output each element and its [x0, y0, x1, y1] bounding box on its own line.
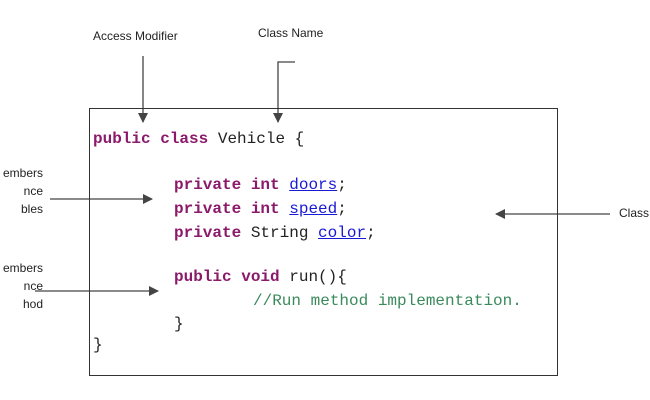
- semicolon: ;: [337, 176, 347, 194]
- open-brace: {: [294, 130, 305, 148]
- keyword-int: int: [250, 200, 280, 218]
- keyword-public: public: [174, 268, 232, 286]
- variable-color: color: [318, 224, 367, 242]
- code-box: public class Vehicle { private int doors…: [89, 108, 558, 376]
- access-modifier-label: Access Modifier: [93, 29, 178, 43]
- code-line-class-close: }: [93, 335, 103, 355]
- class-name-label: Class Name: [258, 26, 324, 40]
- method-comment: //Run method implementation.: [253, 292, 522, 310]
- code-line-class-declaration: public class Vehicle {: [93, 129, 304, 149]
- members-method-label-line-3: hod: [22, 297, 43, 311]
- variable-doors: doors: [289, 176, 338, 194]
- members-variables-label-line-1: embers: [2, 166, 43, 180]
- class-label: Class: [619, 206, 650, 220]
- keyword-void: void: [241, 268, 280, 286]
- keyword-private: private: [174, 176, 242, 194]
- keyword-int: int: [250, 176, 280, 194]
- type-string: String: [250, 224, 309, 242]
- members-variables-label-line-3: bles: [20, 202, 43, 216]
- close-brace: }: [93, 336, 103, 354]
- class-name: Vehicle: [217, 130, 286, 148]
- keyword-class: class: [160, 130, 209, 148]
- close-brace: }: [174, 315, 184, 333]
- code-line-method-signature: public void run(){: [174, 267, 347, 287]
- keyword-private: private: [174, 200, 242, 218]
- semicolon: ;: [366, 224, 376, 242]
- members-method-label-line-1: embers: [2, 261, 43, 275]
- members-method-label-line-2: nce: [23, 279, 43, 293]
- code-line-doors: private int doors;: [174, 175, 347, 195]
- variable-speed: speed: [289, 200, 338, 218]
- code-line-method-close: }: [174, 314, 184, 334]
- keyword-public: public: [93, 130, 151, 148]
- semicolon: ;: [337, 200, 347, 218]
- code-line-speed: private int speed;: [174, 199, 347, 219]
- keyword-private: private: [174, 224, 242, 242]
- class-name-arrow: [273, 61, 295, 123]
- code-line-comment: //Run method implementation.: [253, 291, 522, 311]
- method-signature: run(){: [289, 268, 347, 286]
- code-line-color: private String color;: [174, 223, 376, 243]
- members-variables-label-line-2: nce: [23, 184, 43, 198]
